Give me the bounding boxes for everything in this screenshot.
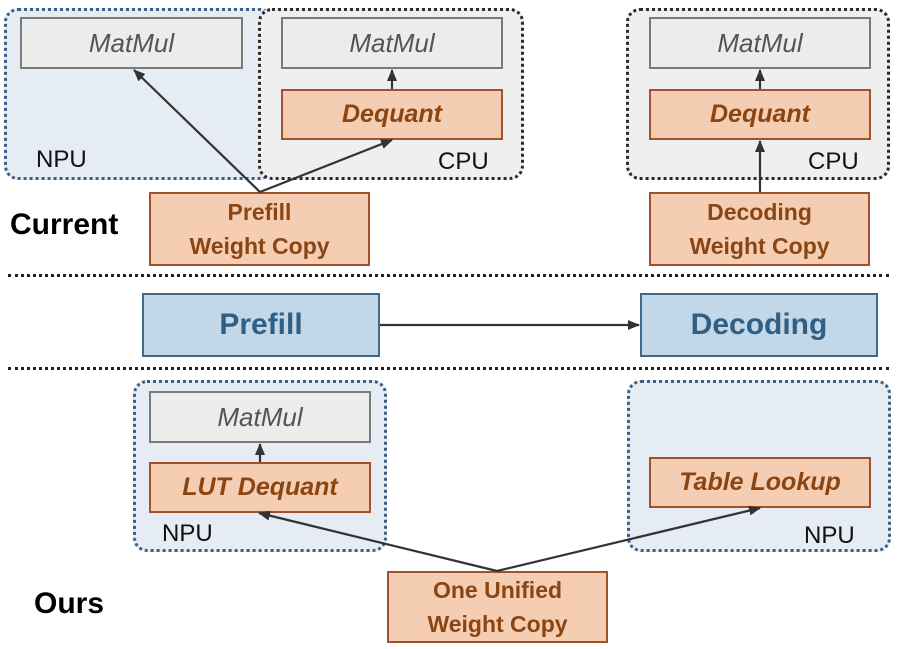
prefill-phase: Prefill: [142, 293, 380, 357]
current-cpu-tag-decoding: CPU: [808, 148, 859, 175]
ours-table-lookup: Table Lookup: [649, 457, 871, 508]
unified-weight-copy-line2: Weight Copy: [427, 611, 568, 637]
current-row-label: Current: [10, 208, 119, 241]
prefill-weight-copy: Prefill Weight Copy: [149, 192, 370, 266]
current-npu-tag: NPU: [36, 146, 87, 173]
unified-weight-copy-line1: One Unified: [432, 577, 563, 603]
current-cpu-matmul-prefill: MatMul: [281, 17, 503, 69]
current-cpu-tag-prefill: CPU: [438, 148, 489, 175]
divider-top: [8, 274, 889, 277]
ours-npu-matmul: MatMul: [149, 391, 371, 443]
ours-lut-dequant: LUT Dequant: [149, 462, 371, 513]
ours-row-label: Ours: [34, 587, 105, 620]
ours-npu-tag-prefill: NPU: [162, 520, 213, 547]
divider-bottom: [8, 367, 889, 370]
decoding-weight-copy-line2: Weight Copy: [689, 233, 830, 259]
decoding-weight-copy: Decoding Weight Copy: [649, 192, 870, 266]
current-npu-matmul: MatMul: [20, 17, 243, 69]
decoding-phase: Decoding: [640, 293, 878, 357]
current-cpu-matmul-decoding: MatMul: [649, 17, 871, 69]
ours-npu-tag-decoding: NPU: [804, 522, 855, 549]
current-cpu-dequant-decoding: Dequant: [649, 89, 871, 140]
prefill-weight-copy-line1: Prefill: [227, 199, 292, 225]
decoding-weight-copy-line1: Decoding: [707, 199, 812, 225]
prefill-weight-copy-line2: Weight Copy: [189, 233, 330, 259]
unified-weight-copy: One Unified Weight Copy: [387, 571, 608, 643]
current-cpu-dequant-prefill: Dequant: [281, 89, 503, 140]
